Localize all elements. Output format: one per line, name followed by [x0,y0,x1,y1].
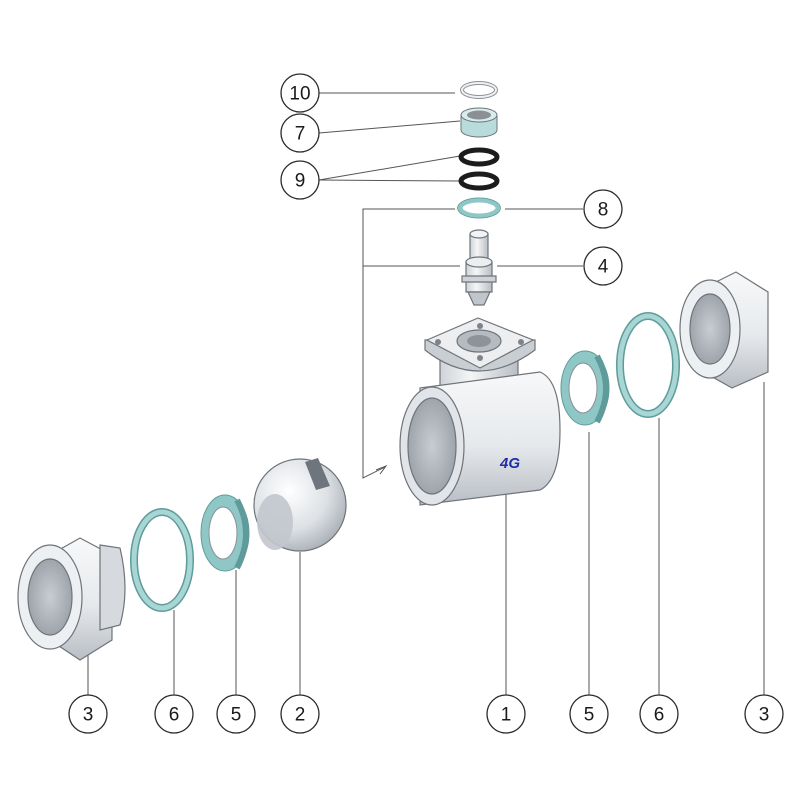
callout-10: 10 [280,73,320,113]
valve-body-icon: 4G [399,317,561,506]
seat-ring-icon-right [560,350,610,426]
leader-lines [87,92,765,695]
leader-arrowhead [375,464,388,475]
callout-6-left: 6 [154,694,194,734]
callout-1: 1 [486,694,526,734]
ball-icon [253,458,347,552]
callout-3-left: 3 [68,694,108,734]
callout-9: 9 [280,160,320,200]
callout-6-right: 6 [639,694,679,734]
union-nut-icon-right [679,271,769,389]
svg-text:2: 2 [295,705,306,726]
seat-ring-icon-left [200,494,250,572]
retaining-ring-icon [460,81,498,99]
callout-7: 7 [280,113,320,153]
washer-icon [457,197,501,219]
leader-assembly [362,208,455,479]
leader-7 [318,120,461,134]
gasket-icon-left [130,508,194,612]
svg-text:4: 4 [598,257,609,278]
callout-4: 4 [583,246,623,286]
svg-text:1: 1 [501,705,512,726]
svg-text:6: 6 [654,705,665,726]
svg-text:9: 9 [295,171,306,192]
union-nut-icon-left [17,537,126,661]
svg-text:6: 6 [169,705,180,726]
leader-9b [318,179,461,182]
stem-icon [461,229,497,306]
svg-text:10: 10 [289,84,310,105]
gasket-icon-right [616,312,680,418]
svg-text:5: 5 [231,705,242,726]
brand-mark: 4G [499,455,520,472]
svg-text:3: 3 [759,705,770,726]
callout-8: 8 [583,189,623,229]
svg-text:7: 7 [295,124,306,145]
o-ring-icon [458,147,500,191]
svg-text:5: 5 [584,705,595,726]
bushing-icon [460,107,498,138]
callout-5-right: 5 [569,694,609,734]
svg-text:3: 3 [83,705,94,726]
svg-text:8: 8 [598,200,609,221]
callout-2: 2 [280,694,320,734]
callout-3-right: 3 [744,694,784,734]
callout-5-left: 5 [216,694,256,734]
leader-9a [318,155,461,181]
